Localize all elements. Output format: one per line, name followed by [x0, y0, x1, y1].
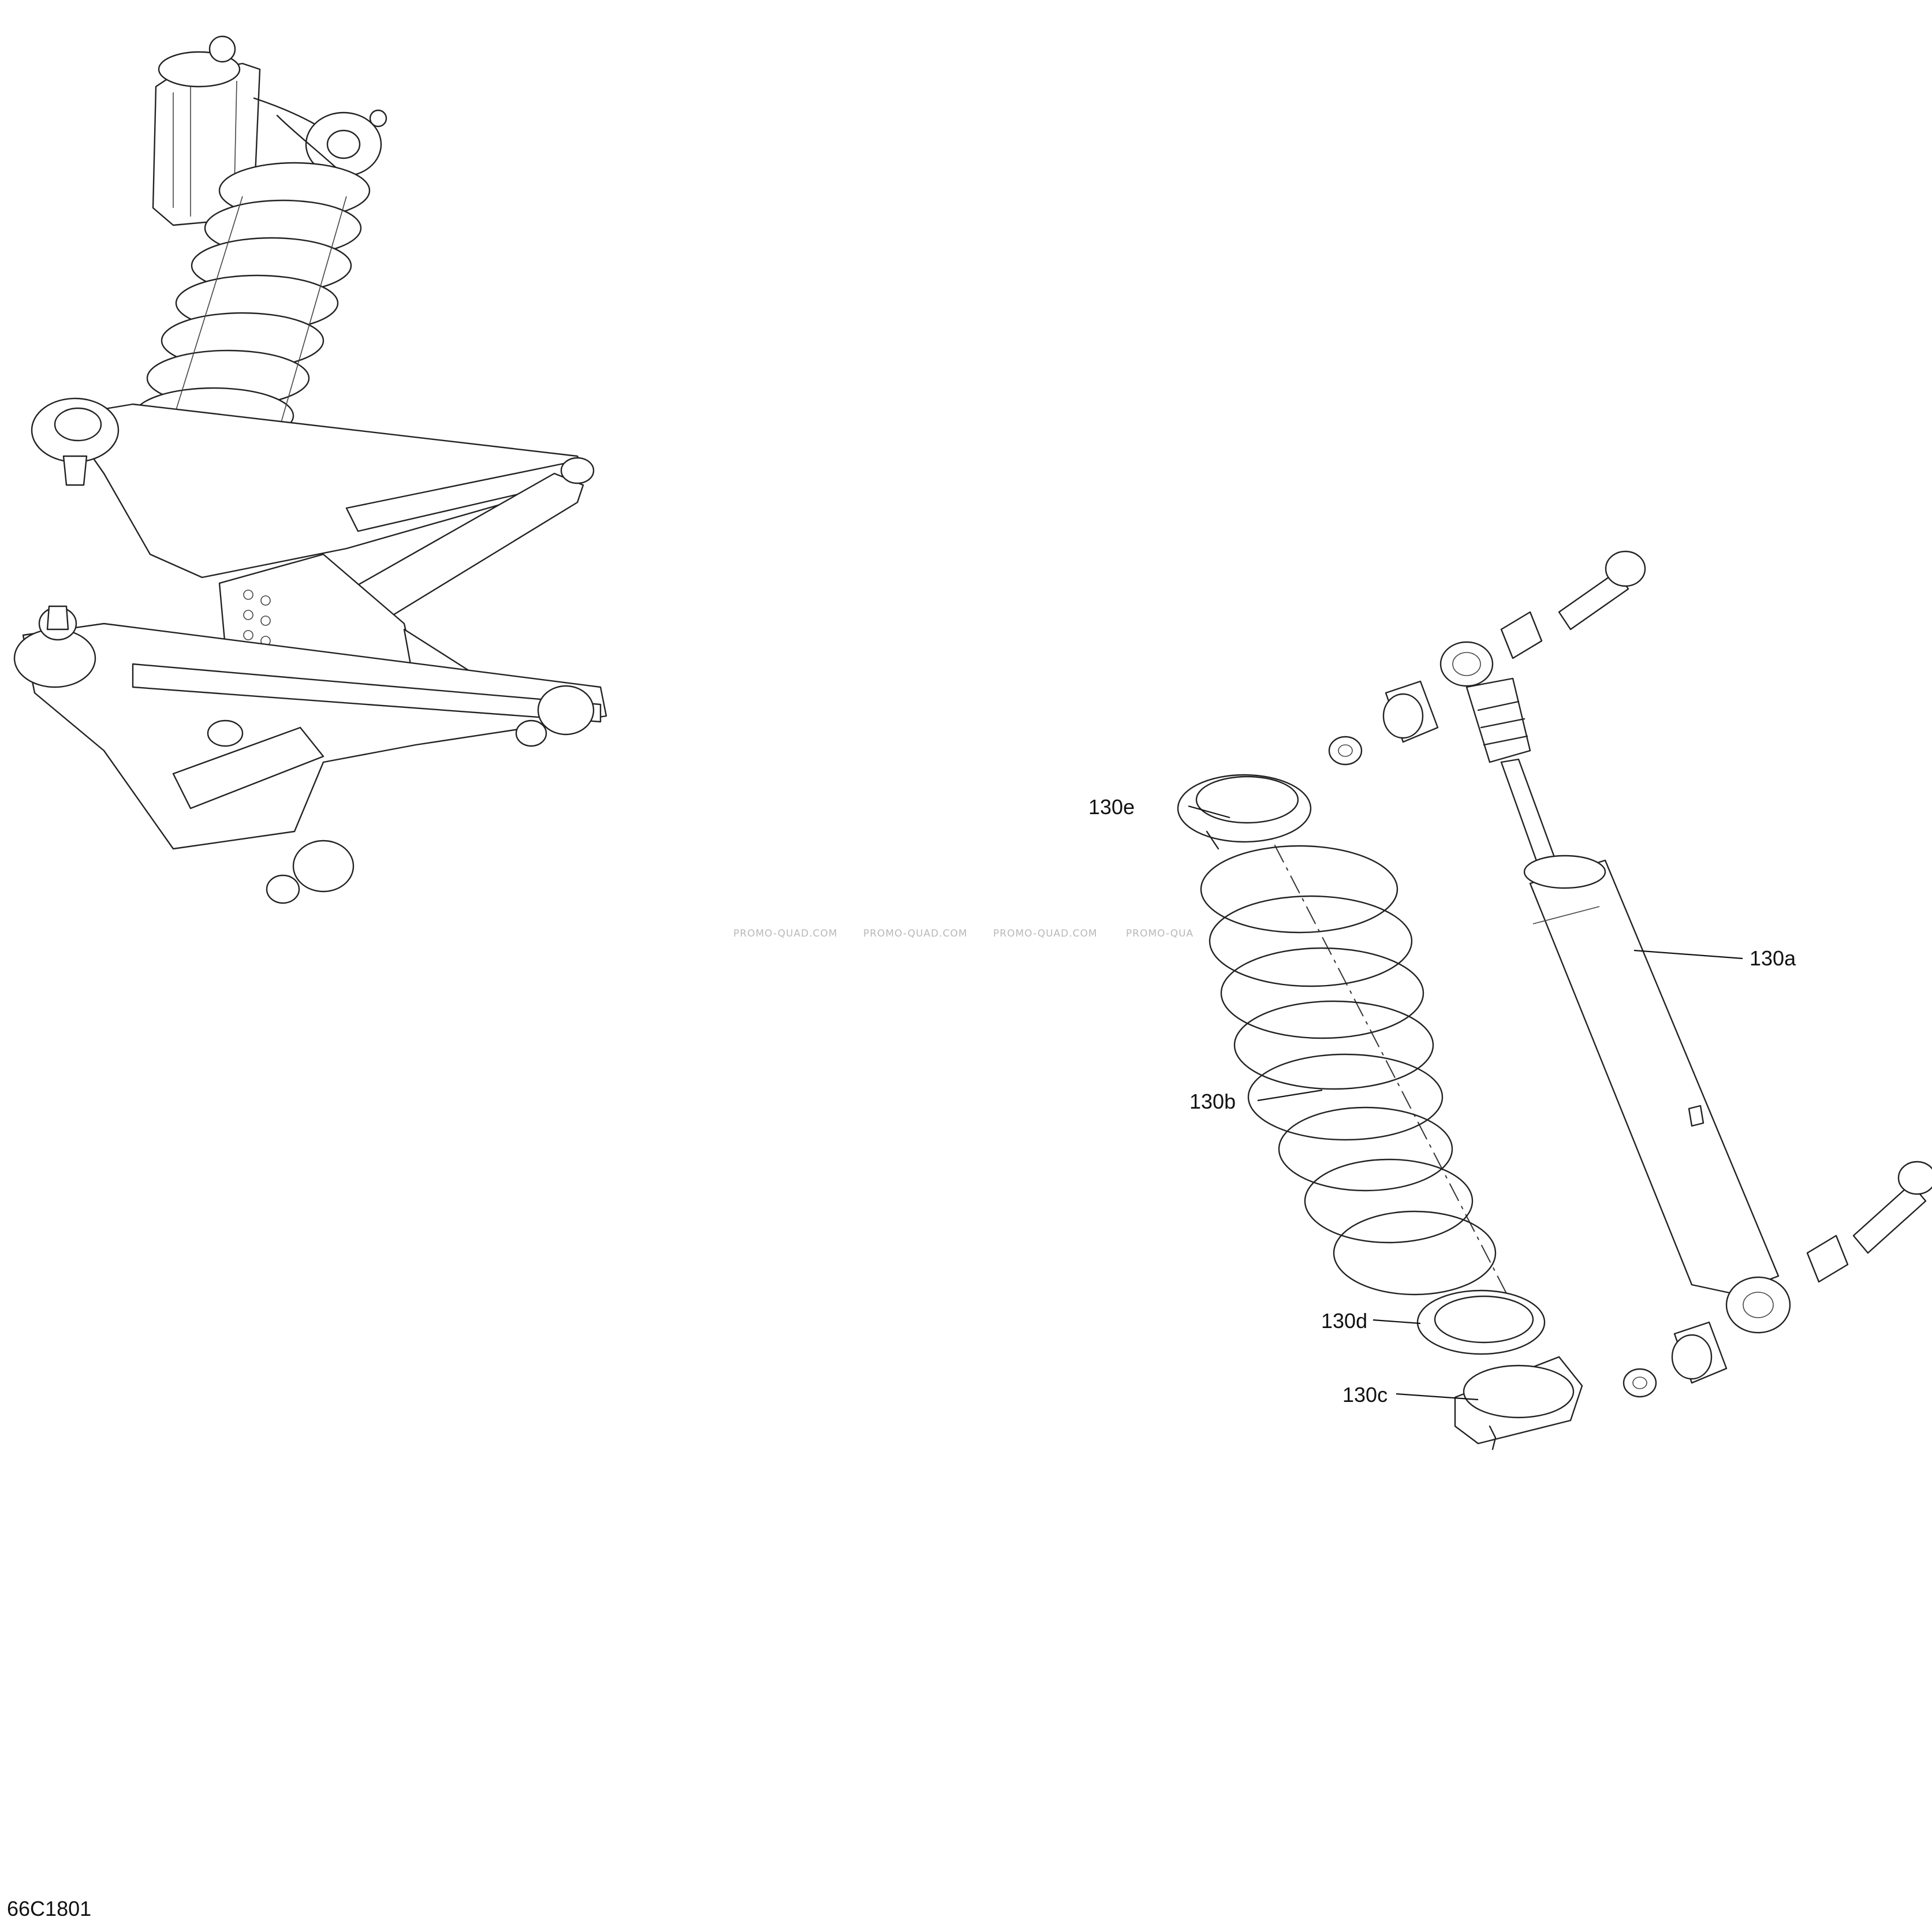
callout-130a: 130a [1750, 946, 1796, 970]
shock-top-mount [276, 109, 387, 192]
lower-a-arm [13, 605, 607, 904]
callout-130d: 130d [1321, 1309, 1367, 1333]
drawing-number: 66C1801 [7, 1897, 91, 1920]
callout-130e: 130e [1088, 795, 1135, 819]
leader-130b [1257, 1089, 1323, 1102]
upper-mounting-hardware [1328, 550, 1646, 766]
lower-mounting-hardware [1623, 1161, 1932, 1398]
leader-130a [1633, 949, 1743, 960]
spring-center-axis [1258, 814, 1525, 1329]
callout-130c: 130c [1342, 1383, 1388, 1407]
spring-coils [1200, 845, 1497, 1296]
shock-absorber-body [1439, 641, 1791, 1334]
watermark-text-2: PROMO-QUAD.COM [863, 928, 968, 939]
leader-130e [1188, 805, 1230, 819]
leader-130c [1396, 1393, 1479, 1401]
watermark: PROMO-QUAD.COM PROMO-QUAD.COM PROMO-QUAD… [733, 928, 1193, 939]
leader-130d [1372, 1319, 1421, 1325]
assembled-suspension-illustration [13, 35, 607, 904]
callout-130b: 130b [1189, 1090, 1236, 1113]
exploded-view: 130e 130a 130b 130d 130c [1088, 550, 1932, 1450]
watermark-text-4: PROMO-QUA [1126, 928, 1193, 939]
watermark-text-3: PROMO-QUAD.COM [993, 928, 1098, 939]
upper-spring-seat [1177, 774, 1312, 850]
watermark-text-1: PROMO-QUAD.COM [733, 928, 838, 939]
lower-spring-seat [1416, 1289, 1546, 1355]
lower-retainer [1454, 1356, 1583, 1450]
upper-a-arm [31, 397, 595, 651]
